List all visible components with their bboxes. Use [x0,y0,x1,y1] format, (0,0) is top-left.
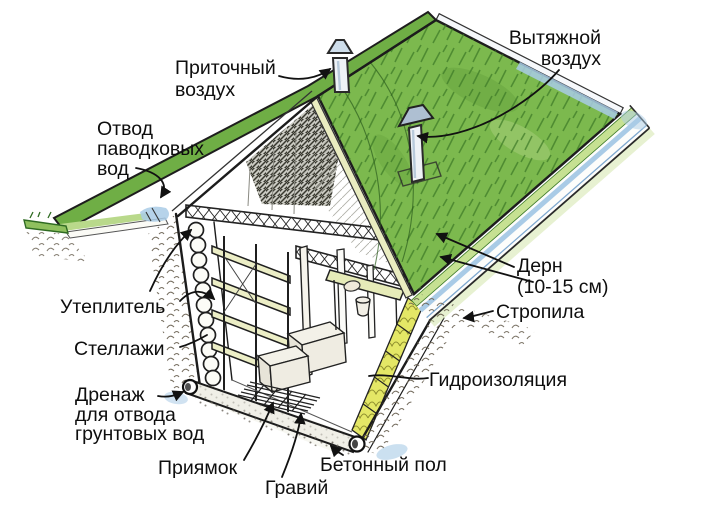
supply-vent-pipe [326,39,354,93]
floor-grate [235,381,321,415]
label-drenazh-line2: для отвода [75,404,176,426]
gable-left-edge [176,94,320,218]
leader-vytyazhnoy [416,69,560,144]
drain-pipe-left [181,378,199,396]
roof-right-slope [316,18,623,296]
leader-otvod [135,167,172,199]
bucket [355,296,371,317]
leader-stropila [462,310,494,323]
label-vytyazhnoy-line2: воздух [541,48,601,70]
storage-bin-lower [256,345,311,394]
label-drenazh-line1: Дренаж [75,384,145,406]
supply-vent-cap [326,39,354,54]
label-priyamok: Приямок [158,457,238,479]
groundwater-wash [376,444,408,460]
leader-uteplitel-1 [149,228,193,292]
label-betonny-pol: Бетонный пол [320,454,447,476]
leader-dern-2 [439,253,534,283]
soil-hatching-left [148,214,200,392]
label-otvod-line3: вод [97,158,130,180]
flood-water-outlet [140,206,169,223]
leader-betonny [329,444,344,458]
sack [343,280,361,292]
labels: Приточный воздух Вытяжной воздух Отвод п… [60,27,608,499]
leader-graviy [281,412,306,478]
label-graviy: Гравий [265,477,328,499]
soil-hatching-right [358,310,456,456]
leader-stellazhi [179,334,208,348]
grass-texture [318,20,620,294]
label-pritochny-line1: Приточный [175,57,276,79]
leader-uteplitel-2 [179,288,216,302]
label-vytyazhnoy-line1: Вытяжной [509,27,601,49]
floor-assembly [164,378,366,458]
leader-gidroizolyatsiya [368,374,429,380]
right-wall [351,296,456,460]
label-gidroizolyatsiya: Гидроизоляция [429,369,567,391]
drain-pipe-right [348,435,366,453]
label-dern-line1: Дерн [517,255,563,277]
eave-layers-band [409,104,655,327]
leader-pritochny [278,67,332,80]
waterproofing-under-edge [516,62,618,119]
leader-dern-1 [435,232,515,268]
label-drenazh-line3: грунтовых вод [75,423,205,445]
label-dern-line2: (10-15 см) [517,276,608,298]
label-stropila: Стропила [496,301,585,323]
leader-priyamok [243,401,275,461]
label-uteplitel: Утеплитель [60,296,165,318]
exhaust-vent-cap [397,103,435,128]
label-otvod-line2: паводковых [97,138,204,160]
ground-left [23,211,90,262]
gravel-layer [194,394,352,458]
waterproofing-edge-layer [418,116,643,313]
label-stellazhi: Стеллажи [74,338,165,360]
leader-lines [135,67,560,478]
leader-drenazh [157,390,185,402]
interior-items [256,245,406,394]
label-otvod-line1: Отвод [97,118,154,140]
label-pritochny-line2: воздух [175,79,235,101]
